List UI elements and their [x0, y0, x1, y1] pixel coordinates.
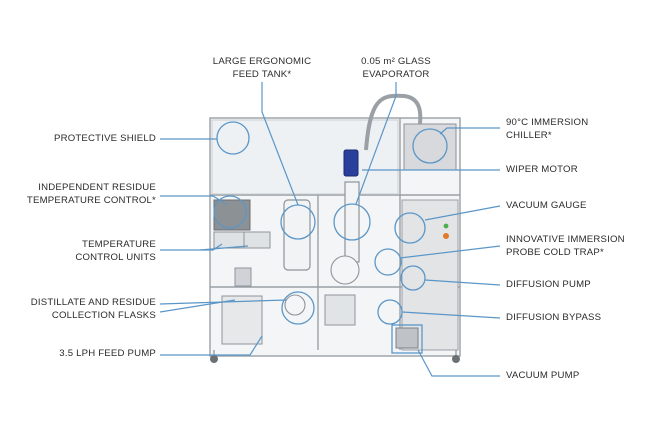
callout-box-vacuum-pump [391, 324, 423, 354]
callout-circle-evaporator [333, 203, 371, 241]
callout-circle-vacuum-gauge [394, 212, 426, 244]
temp-control-unit-a [213, 231, 245, 249]
flask-stand [324, 294, 356, 326]
collection-flask-a [284, 294, 306, 316]
label-residue-temp-control: INDEPENDENT RESIDUE TEMPERATURE CONTROL* [18, 182, 156, 207]
label-temp-control-units: TEMPERATURE CONTROL UNITS [18, 239, 156, 264]
callout-circle-flasks [281, 291, 315, 325]
label-diffusion-bypass: DIFFUSION BYPASS [506, 312, 601, 325]
label-diffusion-bypass-line-1: DIFFUSION BYPASS [506, 312, 602, 323]
label-residue-temp-control-line-1: INDEPENDENT RESIDUE [38, 182, 156, 193]
label-feed-tank-line-2: FEED TANK* [232, 68, 292, 80]
label-chiller-line-1: 90°C IMMERSION [506, 117, 589, 128]
leader-temp-units-b [199, 245, 249, 251]
callout-circle-cold-trap [374, 248, 402, 276]
leader-vacuum-pump [417, 349, 500, 377]
leader-evaporator [355, 82, 397, 205]
wheel-left [210, 355, 218, 363]
callout-circles [213, 121, 448, 325]
label-residue-temp-control-line-2: TEMPERATURE CONTROL* [26, 194, 156, 206]
callout-circle-shield [216, 121, 250, 155]
leader-cold-trap [399, 245, 501, 259]
label-temp-control-units-line-2: CONTROL UNITS [75, 251, 156, 263]
label-temp-control-units-line-1: TEMPERATURE [82, 239, 156, 250]
leader-feed-pump [160, 335, 263, 356]
label-chiller: 90°C IMMERSION CHILLER* [506, 117, 588, 142]
label-diffusion-pump-line-1: DIFFUSION PUMP [506, 279, 591, 290]
evaporator-column [344, 181, 360, 263]
label-wiper-motor-line-1: WIPER MOTOR [506, 164, 578, 175]
label-feed-tank-line-1: LARGE ERGONOMIC [212, 56, 312, 67]
leader-flasks-b [159, 299, 236, 313]
label-evaporator-line-2: EVAPORATOR [362, 68, 430, 80]
label-collection-flasks: DISTILLATE AND RESIDUE COLLECTION FLASKS [8, 297, 156, 322]
vacuum-gauge-indicator-orange [443, 233, 449, 239]
label-cold-trap-line-2: PROBE COLD TRAP* [506, 246, 604, 258]
label-wiper-motor: WIPER MOTOR [506, 164, 578, 177]
temp-control-unit-b [243, 231, 271, 249]
evaporator-hose [364, 93, 423, 151]
label-feed-pump: 3.5 LPH FEED PUMP [18, 348, 156, 361]
leader-chiller [439, 127, 500, 135]
leader-diffusion-bypass [401, 311, 501, 319]
vacuum-gauge-indicator-green [443, 223, 449, 229]
label-feed-tank: LARGE ERGONOMIC FEED TANK* [206, 56, 318, 81]
label-protective-shield-line-1: PROTECTIVE SHIELD [53, 133, 156, 144]
collection-flask-b [330, 255, 360, 285]
callout-circle-diffusion-pump [400, 265, 426, 291]
label-evaporator: 0.05 m² GLASS EVAPORATOR [348, 56, 444, 81]
label-diffusion-pump: DIFFUSION PUMP [506, 279, 591, 292]
leader-feed-tank [261, 82, 299, 206]
wiper-motor [343, 149, 359, 177]
label-cold-trap-line-1: INNOVATIVE IMMERSION [506, 234, 625, 245]
label-feed-pump-line-1: 3.5 LPH FEED PUMP [59, 348, 156, 359]
leader-diffusion-pump [424, 279, 501, 286]
label-evaporator-line-1: 0.05 m² GLASS [361, 56, 431, 67]
label-collection-flasks-line-1: DISTILLATE AND RESIDUE [30, 297, 156, 308]
leader-residue-control [160, 195, 227, 205]
label-cold-trap: INNOVATIVE IMMERSION PROBE COLD TRAP* [506, 234, 625, 259]
lower-left-unit [234, 267, 252, 287]
label-protective-shield: PROTECTIVE SHIELD [18, 133, 156, 146]
protective-shield-panel [211, 119, 399, 195]
label-vacuum-pump-line-1: VACUUM PUMP [506, 370, 580, 381]
label-vacuum-gauge-line-1: VACUUM GAUGE [506, 200, 587, 211]
callout-circle-chiller [412, 128, 448, 164]
label-vacuum-gauge: VACUUM GAUGE [506, 200, 587, 213]
wheel-right [452, 355, 460, 363]
leader-lines [159, 82, 501, 377]
feed-tank [283, 199, 311, 271]
label-collection-flasks-line-2: COLLECTION FLASKS [51, 309, 156, 321]
leader-temp-units-a [160, 243, 223, 251]
leader-vacuum-gauge [424, 205, 501, 221]
callout-circle-residue-control [213, 195, 247, 229]
feed-pump-housing [221, 295, 263, 345]
label-chiller-line-2: CHILLER* [506, 129, 552, 141]
label-vacuum-pump: VACUUM PUMP [506, 370, 579, 383]
vacuum-pump [395, 327, 419, 349]
